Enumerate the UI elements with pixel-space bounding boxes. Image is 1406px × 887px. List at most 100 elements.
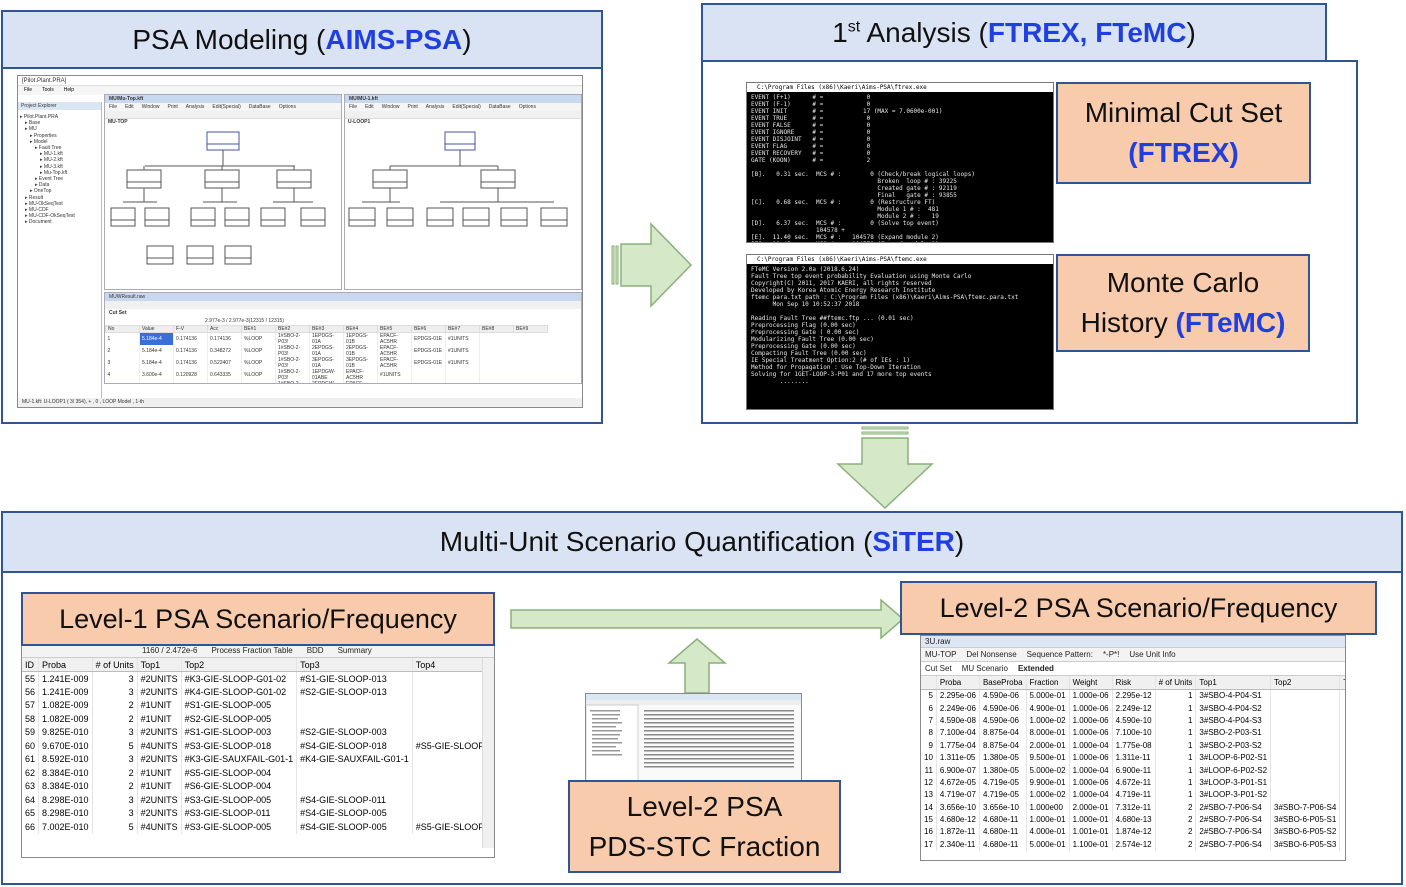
ft-menu-item[interactable]: Options — [518, 104, 536, 110]
ft-menu-item[interactable]: Edit — [125, 104, 134, 110]
ft-menu-item[interactable]: Print — [407, 104, 418, 110]
level2-col-header[interactable]: Top2 — [1270, 676, 1341, 690]
level2-toolbar-item[interactable]: Del Nonsense — [966, 650, 1017, 659]
level2-col-header[interactable]: Weight — [1069, 676, 1113, 690]
tree-item[interactable]: ▸ Data — [35, 182, 50, 189]
tree-item[interactable]: ▸ Result — [25, 194, 44, 201]
result-row[interactable]: 53.600e-40.1209280.764263%LOOP1#SBO-2-P0… — [105, 381, 548, 383]
tree-item[interactable]: ▸ Properties — [30, 132, 57, 139]
level1-col-header[interactable]: Top4 — [412, 658, 494, 672]
tree-item[interactable]: ▸ Pilot.Plant.PRA — [20, 114, 59, 120]
level2-col-header[interactable] — [921, 676, 937, 690]
level1-col-header[interactable]: ID — [22, 658, 40, 672]
level2-col-header[interactable]: Proba — [936, 676, 980, 690]
fault-tree-view-2[interactable]: MU/MU-1.kft File Edit Window Print Analysis E… — [344, 94, 582, 290]
level2-col-header[interactable]: BaseProba — [979, 676, 1027, 690]
tree-item[interactable]: ▸ Event Tree — [35, 176, 64, 183]
level2-col-header[interactable]: Risk — [1112, 676, 1156, 690]
level1-col-header[interactable]: Top2 — [181, 658, 298, 672]
tree-item[interactable]: ▸ MU-3.kft — [40, 163, 63, 170]
ft-menu-item[interactable]: Edit(Special) — [452, 104, 481, 110]
project-tree[interactable]: ▸ Pilot.Plant.PRA▸ Base▸ MU▸ Properties▸… — [18, 110, 101, 230]
tree-item[interactable]: ▸ Model — [30, 138, 48, 145]
level1-toolbar-item[interactable]: 1160 / 2.472e-6 — [142, 646, 198, 655]
ft-menu-item[interactable]: Window — [381, 104, 400, 110]
tree-item[interactable]: ▸ Mu-Top.kft — [40, 169, 68, 176]
tree-item[interactable]: ▸ MU-1.kft — [40, 151, 63, 158]
menu-item[interactable]: Help — [63, 87, 75, 93]
ft-tab-1[interactable]: MU/Mu-Top.kft — [105, 95, 341, 103]
ft-menu-item[interactable]: File — [109, 104, 118, 110]
level1-toolbar-item[interactable]: Summary — [337, 646, 372, 655]
tree-item[interactable]: ▸ MU-2.kft — [40, 157, 63, 164]
ft-menu-item[interactable]: Print — [167, 104, 178, 110]
tree-item[interactable]: ▸ Base — [25, 120, 41, 127]
ft-menu-item[interactable]: Analysis — [425, 104, 445, 110]
level2-tab[interactable]: Cut Set — [925, 664, 952, 673]
ft-tab-2[interactable]: MU/MU-1.kft — [345, 95, 581, 103]
level2-toolbar-item[interactable]: Use Unit Info — [1129, 650, 1176, 659]
tree-item[interactable]: ▸ MU-CDF-OkSeqTest — [25, 213, 75, 220]
ftemc-console[interactable]: C:\Program Files (x86)\Kaeri\Aims-PSA\ft… — [746, 254, 1054, 410]
ft-menu-item[interactable]: DataBase — [488, 104, 511, 110]
tree-item[interactable]: ▸ Fault Tree — [35, 145, 62, 152]
menu-item[interactable]: Tools — [42, 87, 54, 93]
ft-menu-item[interactable]: Edit — [365, 104, 374, 110]
level1-scrollbar[interactable] — [482, 658, 494, 848]
fault-tree-view-1[interactable]: MU/Mu-Top.kft File Edit Window Print Analysi… — [104, 94, 342, 290]
level1-col-header[interactable]: Top3 — [296, 658, 413, 672]
tree-item[interactable]: ▸ Document — [25, 219, 52, 226]
level2-tab[interactable]: MU Scenario — [961, 664, 1008, 673]
ft-menu-item[interactable]: Window — [141, 104, 160, 110]
level2-toolbar-item[interactable]: Sequence Pattern: — [1026, 650, 1093, 659]
tree-item[interactable]: ▸ MU-OkSeqTest — [25, 200, 63, 207]
level2-toolbar-item[interactable]: MU-TOP — [925, 650, 957, 659]
menu-item[interactable]: File — [24, 87, 33, 93]
ft-menu-item[interactable]: File — [349, 104, 358, 110]
level2-col-header[interactable]: Fraction — [1026, 676, 1070, 690]
tree-item[interactable]: ▸ OneTop — [30, 188, 52, 195]
result-subtab[interactable]: Cut Set — [109, 310, 127, 316]
tree-item[interactable]: ▸ MU-CDF — [25, 207, 49, 214]
level2-toolbar-item[interactable]: *-P*! — [1102, 650, 1120, 659]
ft-menu-item[interactable]: Options — [278, 104, 296, 110]
ftrex-console[interactable]: C:\Program Files (x86)\Kaeri\Aims-PSA\ft… — [746, 82, 1054, 243]
result-tab[interactable]: MUWResult.raw — [105, 293, 581, 301]
ft-menu-item[interactable]: Analysis — [185, 104, 205, 110]
level1-col-header[interactable]: # of Units — [92, 658, 138, 672]
level1-toolbar-item[interactable]: BDD — [306, 646, 324, 655]
result-view[interactable]: MUWResult.raw Cut Set 2.977e-3 / 2.977e-… — [104, 292, 582, 384]
level1-col-header[interactable]: Proba — [38, 658, 93, 672]
